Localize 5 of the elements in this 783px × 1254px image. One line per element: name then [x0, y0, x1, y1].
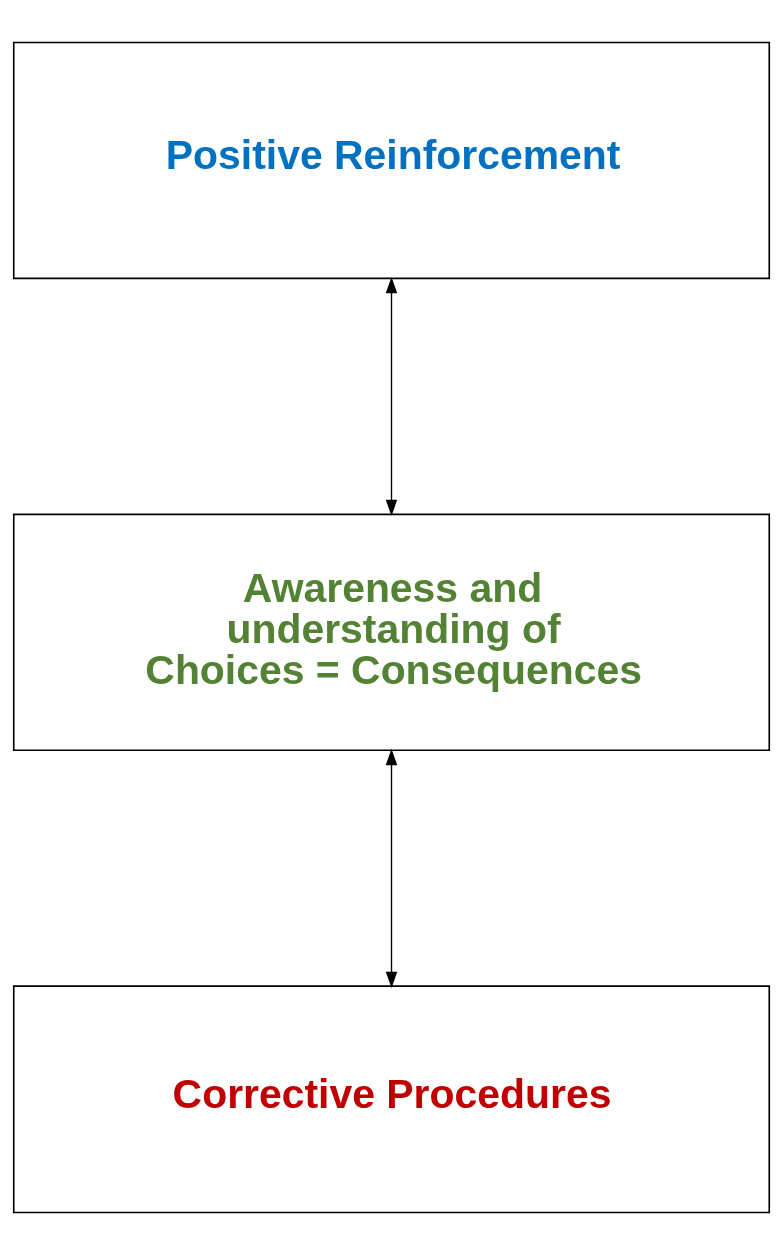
node-box: Corrective Procedures [12, 984, 771, 1213]
node-box: Positive Reinforcement [12, 41, 771, 279]
node-box: Awareness and understanding of Choices = Consequences [12, 513, 771, 751]
arrow [385, 276, 398, 516]
arrow [385, 748, 398, 988]
